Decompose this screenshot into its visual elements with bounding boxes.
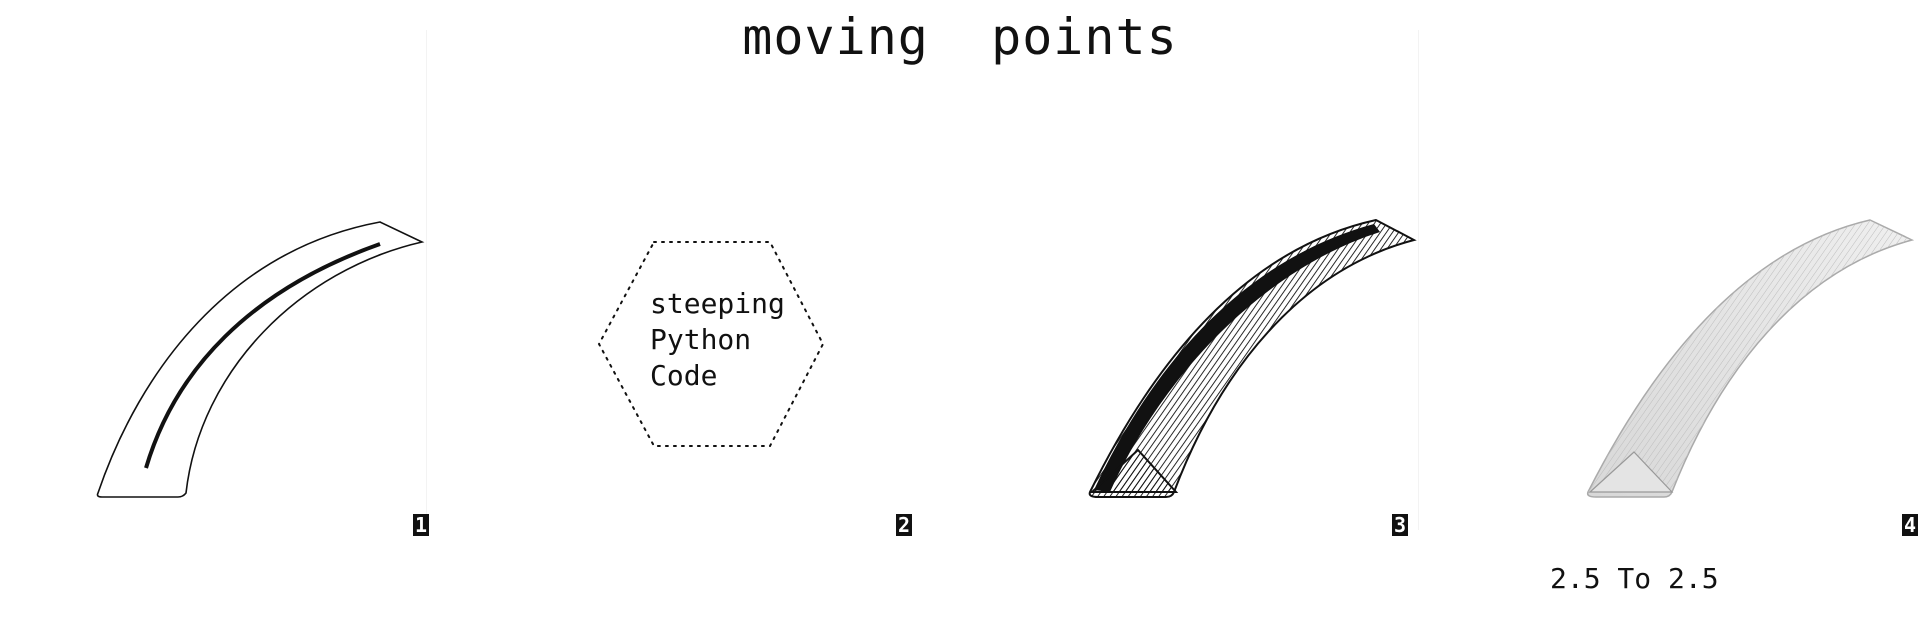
range-caption: 2.5 To 2.5 <box>1550 562 1719 595</box>
panel-divider <box>1418 30 1419 530</box>
panel-number-2: 2 <box>896 513 912 537</box>
panel-3-wireframe <box>1080 120 1420 550</box>
panel-number-3: 3 <box>1392 513 1408 537</box>
panel-number-1: 1 <box>413 513 429 537</box>
page-title: moving points <box>742 8 1178 66</box>
dotted-hexagon <box>597 241 825 447</box>
panel-4-render <box>1580 120 1920 550</box>
panel-1-outline-curve <box>80 120 430 550</box>
render-drawing <box>1586 219 1915 498</box>
panel-number-4: 4 <box>1902 513 1918 537</box>
outline-curve-drawing <box>96 221 425 498</box>
hexagon-line-3: Code <box>650 359 718 392</box>
panel-divider <box>426 30 427 530</box>
hexagon-line-2: Python <box>650 323 752 356</box>
hexagon-line-1: steeping <box>650 287 785 320</box>
panel-2-hexagon <box>590 120 830 550</box>
hexagon-label: steeping Python Code <box>650 286 785 394</box>
wireframe-drawing <box>1088 218 1417 498</box>
